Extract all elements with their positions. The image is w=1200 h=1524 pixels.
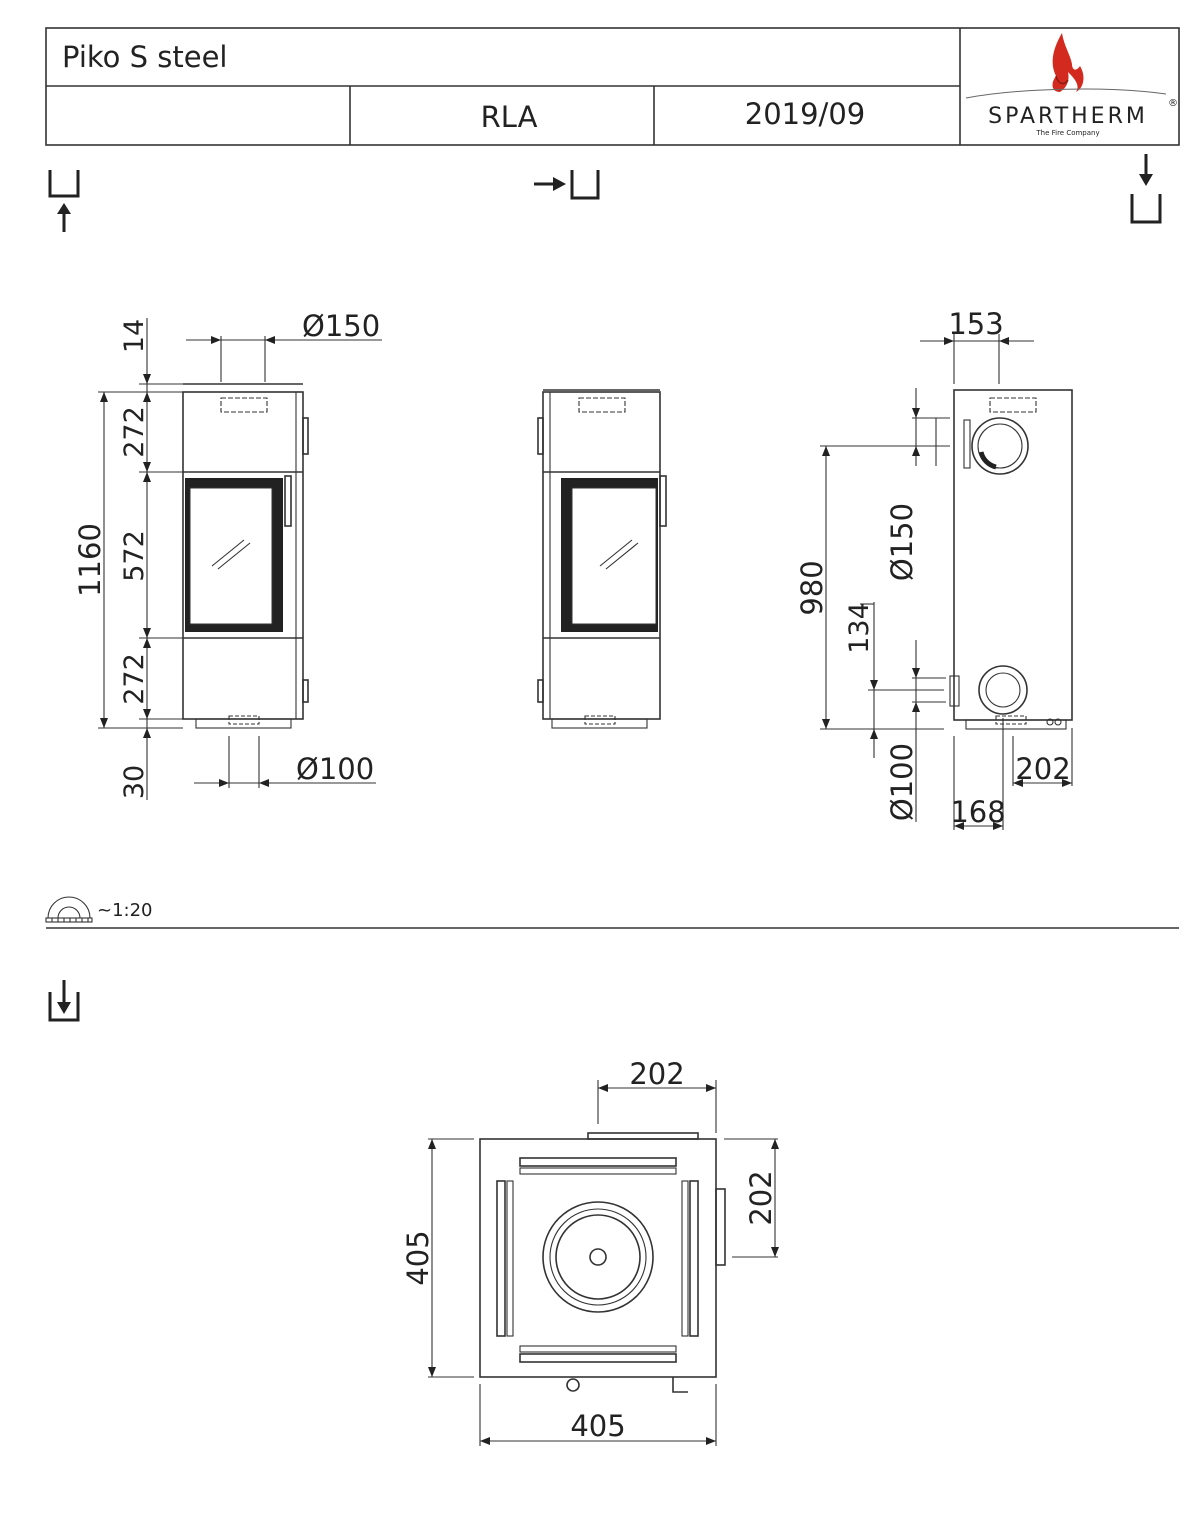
top-flue-collar — [542, 1201, 654, 1313]
scale-indicator: ~1:20 — [45, 896, 153, 923]
rear-view-symbol — [1130, 154, 1162, 224]
top-view-dimensions: 202 202 405 405 — [401, 1057, 779, 1446]
front-view-symbol — [48, 170, 80, 232]
dim-top-height: 14 — [119, 319, 150, 353]
dim-air-offset: 168 — [950, 795, 1005, 829]
dim-rear-flue-diameter: Ø150 — [885, 503, 919, 581]
front-view-stove — [182, 383, 309, 729]
logo-tagline: The Fire Company — [1035, 129, 1099, 137]
logo-registered: ® — [1168, 98, 1178, 109]
rear-air-inlet — [978, 665, 1028, 715]
dim-feet-height: 30 — [119, 765, 150, 799]
drawing-code: RLA — [481, 100, 538, 134]
dim-lower-height: 272 — [119, 653, 150, 705]
drawing-date: 2019/09 — [745, 97, 865, 131]
product-name: Piko S steel — [62, 40, 227, 74]
scale-value: ~1:20 — [97, 900, 153, 921]
dim-top-depth-half: 202 — [744, 1170, 778, 1225]
front-view-dimensions: Ø150 14 272 572 272 30 1160 Ø — [73, 309, 382, 800]
viewing-window — [561, 478, 658, 632]
spartherm-logo: SPARTHERM ® The Fire Company — [965, 33, 1178, 137]
dim-upper-height: 272 — [119, 406, 150, 458]
dim-window-height: 572 — [119, 530, 150, 582]
dim-rear-air-height: 134 — [844, 602, 875, 654]
rear-flue-outlet — [971, 417, 1029, 475]
dim-flue-offset: 153 — [948, 307, 1003, 341]
rear-view-dimensions: 153 Ø150 980 134 Ø100 — [795, 307, 1073, 830]
dim-flue-diameter: Ø150 — [302, 309, 380, 343]
flame-icon — [1052, 33, 1084, 92]
dim-total-height: 1160 — [73, 523, 107, 597]
logo-wordmark: SPARTHERM — [988, 104, 1148, 129]
side-view-stove — [537, 389, 667, 729]
side-view-symbol — [534, 170, 600, 200]
top-view-stove — [479, 1132, 726, 1393]
title-block: Piko S steel RLA 2019/09 SPARTHERM ® The… — [45, 27, 1180, 146]
dim-top-width: 405 — [570, 1409, 625, 1443]
rear-view-stove — [949, 389, 1073, 730]
dim-top-depth: 405 — [401, 1230, 435, 1285]
dim-rear-flue-height: 980 — [795, 560, 829, 615]
top-view-symbol — [48, 980, 80, 1022]
dim-air-diameter: Ø100 — [296, 752, 374, 786]
dim-top-width-half: 202 — [629, 1057, 684, 1091]
dim-depth-half: 202 — [1015, 752, 1070, 786]
dim-rear-air-diameter: Ø100 — [885, 743, 919, 821]
viewing-window — [185, 478, 283, 632]
